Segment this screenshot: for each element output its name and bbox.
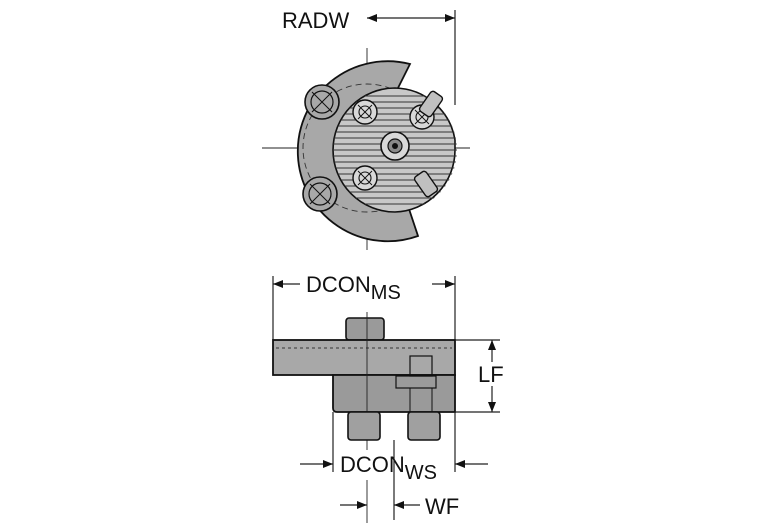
wf-arrow-right	[394, 501, 404, 509]
radw-arrow-left	[367, 14, 377, 22]
radw-arrow-right	[445, 14, 455, 22]
lf-label: LF	[478, 362, 504, 387]
lf-arrow-bottom	[488, 402, 496, 412]
radw-label: RADW	[282, 8, 349, 33]
dcon-ms-label: DCONMS	[306, 272, 401, 304]
clamp-slot	[395, 375, 437, 389]
dcon-ws-arrow-right	[455, 460, 465, 468]
screw-top	[352, 99, 378, 125]
dcon-ws-arrow-left	[323, 460, 333, 468]
top-stub	[345, 317, 385, 341]
bottom-screw-right	[407, 411, 441, 441]
bolt-hole-upper	[304, 84, 340, 120]
lf-arrow-top	[488, 340, 496, 350]
wf-label: WF	[425, 494, 459, 519]
dcon-ms-arrow-right	[445, 280, 455, 288]
screw-center	[380, 131, 410, 161]
screw-bottom	[352, 165, 378, 191]
upper-flange	[272, 339, 456, 376]
top-view: RADW	[262, 8, 470, 250]
lower-body	[332, 374, 456, 413]
wf-arrow-left	[357, 501, 367, 509]
side-view: DCONMS LF DCONWS	[272, 270, 512, 523]
bottom-screw-left	[347, 411, 381, 441]
clamp-pin-upper	[418, 90, 444, 118]
dcon-ms-arrow-left	[273, 280, 283, 288]
clamp-pin-lower	[413, 170, 439, 198]
bolt-hole-lower	[302, 176, 338, 212]
